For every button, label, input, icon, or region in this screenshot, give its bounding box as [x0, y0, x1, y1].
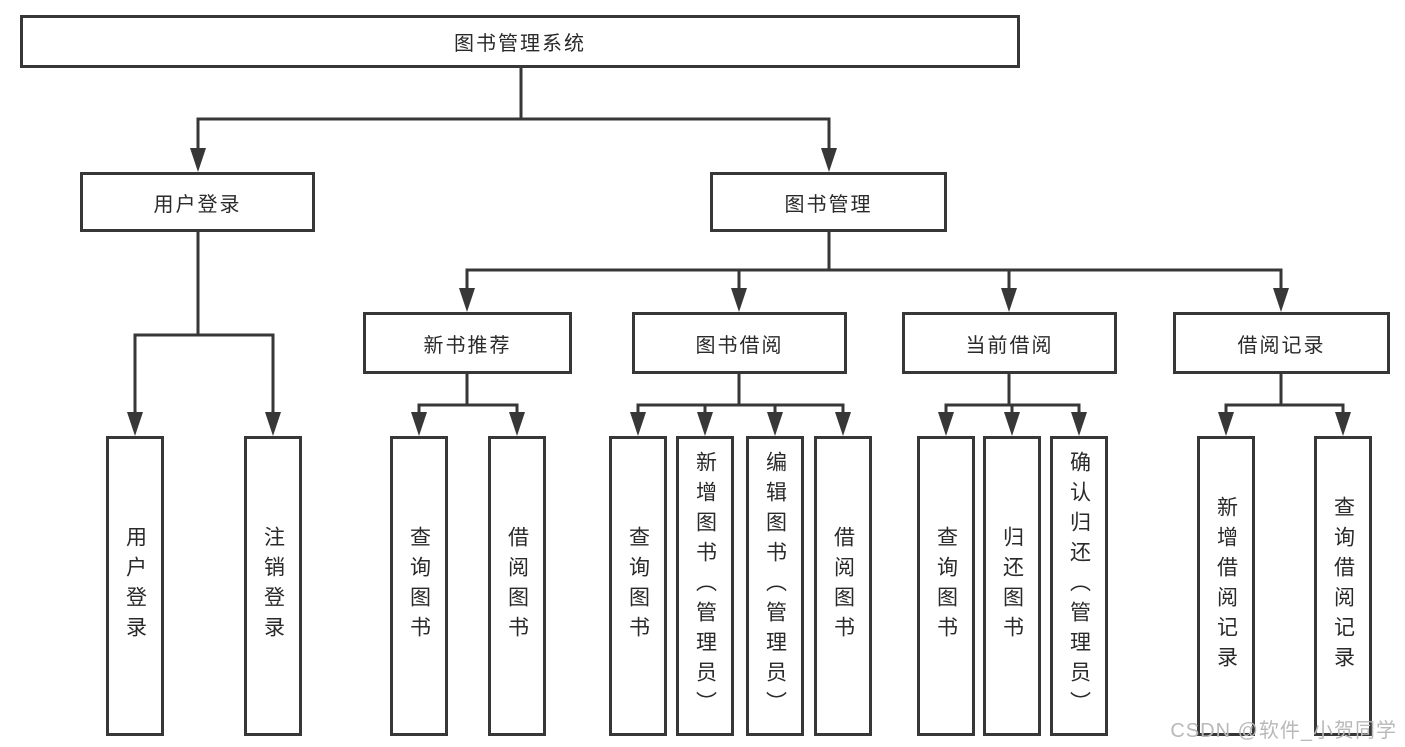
leaf-query-books: 查询图书 [917, 436, 975, 736]
node-label: 查询借阅记录 [1331, 496, 1355, 676]
leaf-return-books: 归还图书 [983, 436, 1041, 736]
node-label: 新增借阅记录 [1214, 496, 1238, 676]
node-label: 图书借阅 [695, 334, 784, 357]
leaf-add-borrow-record: 新增借阅记录 [1197, 436, 1255, 736]
leaf-query-books: 查询图书 [609, 436, 667, 736]
leaf-add-books-admin: 新增图书（管理员） [676, 436, 734, 736]
node-label: 新增图书（管理员） [693, 451, 717, 721]
node-label: 查询图书 [407, 526, 431, 646]
leaf-query-borrow-record: 查询借阅记录 [1314, 436, 1372, 736]
node-book-management-branch: 图书管理 [710, 172, 947, 232]
node-label: 新书推荐 [423, 334, 512, 357]
leaf-confirm-return-admin: 确认归还（管理员） [1050, 436, 1108, 736]
node-label: 借阅图书 [505, 526, 529, 646]
csdn-watermark: CSDN @软件_小贺同学 [1170, 720, 1397, 742]
node-label: 图书管理系统 [454, 33, 586, 55]
node-label: 查询图书 [626, 526, 650, 646]
node-library-management-system: 图书管理系统 [20, 15, 1020, 68]
leaf-edit-books-admin: 编辑图书（管理员） [746, 436, 804, 736]
node-label: 编辑图书（管理员） [763, 451, 787, 721]
node-label: 当前借阅 [965, 334, 1054, 357]
leaf-user-login: 用户登录 [106, 436, 164, 736]
node-label: 注销登录 [261, 526, 285, 646]
leaf-query-books: 查询图书 [390, 436, 448, 736]
node-label: 借阅图书 [831, 526, 855, 646]
node-new-book-recommendation: 新书推荐 [363, 312, 572, 374]
node-label: 借阅记录 [1237, 334, 1326, 357]
leaf-borrow-books: 借阅图书 [488, 436, 546, 736]
node-label: 查询图书 [934, 526, 958, 646]
leaf-borrow-books: 借阅图书 [814, 436, 872, 736]
node-label: 用户登录 [153, 193, 242, 216]
node-label: 用户登录 [123, 526, 147, 646]
node-user-login-branch: 用户登录 [80, 172, 315, 232]
node-current-borrowing: 当前借阅 [902, 312, 1117, 374]
leaf-logout: 注销登录 [244, 436, 302, 736]
node-borrowing-records: 借阅记录 [1173, 312, 1390, 374]
node-label: 归还图书 [1000, 526, 1024, 646]
node-label: 确认归还（管理员） [1067, 451, 1091, 721]
node-book-borrowing: 图书借阅 [632, 312, 847, 374]
node-label: 图书管理 [784, 193, 873, 216]
